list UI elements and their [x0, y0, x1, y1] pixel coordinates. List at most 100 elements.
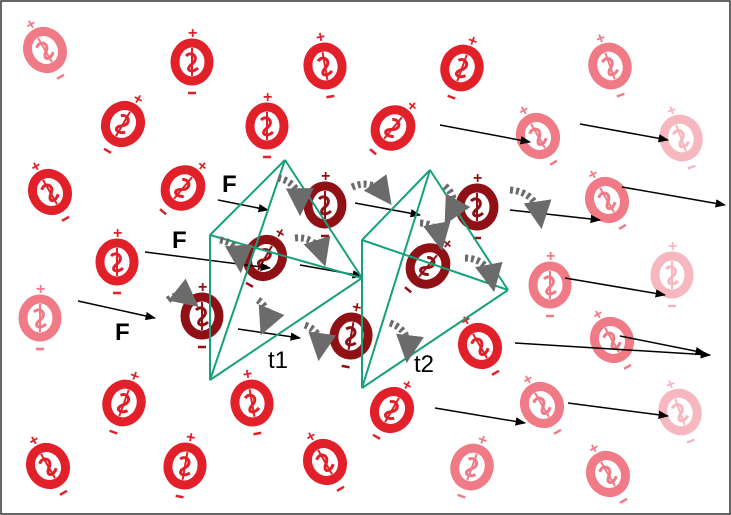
minus-sign — [447, 94, 456, 100]
dipole-ring — [659, 114, 703, 162]
minus-sign — [687, 164, 696, 170]
dipole: + — [457, 311, 503, 376]
minus-sign — [336, 485, 345, 492]
dipole: + — [230, 366, 274, 436]
force-arrow — [514, 342, 712, 359]
tetrahedron-edge — [361, 169, 431, 241]
dipole: + — [180, 279, 224, 349]
tetrahedron — [361, 169, 509, 389]
minus-sign — [491, 369, 500, 376]
force-arrow — [217, 199, 270, 213]
dipole-axis — [674, 398, 686, 426]
dipole-axis — [456, 54, 468, 82]
minus-sign — [61, 215, 70, 222]
dipole: + — [170, 25, 214, 95]
dipole-axis — [248, 389, 256, 417]
dipole-ring — [440, 44, 484, 92]
dipole-ring — [519, 381, 565, 429]
minus-sign — [619, 497, 628, 504]
dipole-axis — [347, 322, 355, 350]
dipole-ring — [302, 438, 348, 486]
plus-sign: + — [198, 279, 207, 296]
minus-sign — [618, 223, 627, 230]
hop-arrow — [388, 319, 424, 364]
dipole: + — [245, 89, 289, 159]
force-arrow — [434, 407, 527, 426]
dipole: + — [18, 281, 62, 351]
force-arrow — [579, 123, 670, 143]
dipole: + — [659, 101, 703, 170]
minus-sign — [159, 208, 167, 216]
minus-sign — [56, 73, 65, 80]
dipole: + — [163, 429, 207, 499]
dipole-axis — [42, 179, 58, 205]
force-arrow — [439, 124, 532, 145]
minus-sign — [103, 147, 112, 154]
hop-arrow — [219, 236, 253, 274]
dipole: + — [528, 248, 572, 318]
hop-arrow — [350, 174, 392, 206]
plus-sign: + — [351, 299, 363, 317]
dipole-ring — [163, 442, 207, 490]
force-arrow — [619, 335, 707, 356]
dipole-ring — [180, 292, 224, 340]
dipole: + — [159, 157, 211, 216]
minus-sign — [245, 281, 254, 288]
dipole: + — [95, 225, 139, 295]
dipole: + — [102, 367, 146, 435]
force-label: F — [115, 319, 130, 346]
plus-sign: + — [546, 248, 555, 265]
plus-sign: + — [113, 225, 122, 242]
dipole-ring — [528, 261, 572, 309]
dipole-ring — [588, 42, 632, 90]
dipole-axis — [115, 111, 131, 137]
dipole-axis — [472, 333, 488, 359]
plus-sign: + — [242, 366, 254, 384]
tetrahedron-edge — [209, 234, 363, 279]
dipole: + — [650, 238, 694, 308]
dipole-axis — [600, 461, 616, 487]
dipole-axis — [37, 37, 53, 63]
force-arrow — [567, 402, 670, 419]
dipole-axis — [181, 452, 189, 480]
dipole-ring — [95, 238, 139, 286]
dipole-axis — [118, 389, 130, 417]
dipole-axis — [599, 187, 615, 213]
dipole-axis — [40, 453, 56, 479]
plus-sign: + — [188, 25, 197, 42]
dipole-ring — [245, 102, 289, 150]
dipole: + — [450, 431, 494, 499]
force-arrow — [77, 300, 157, 321]
dipole: + — [515, 101, 561, 166]
dipole-ring — [230, 379, 274, 427]
minus-sign — [372, 433, 381, 440]
tetrahedron-edge — [361, 289, 509, 389]
tetrahedron-edge — [209, 277, 363, 381]
dipole-ring — [584, 176, 630, 224]
tetrahedron-edge — [209, 159, 286, 236]
minus-sign — [549, 159, 558, 166]
dipole: + — [369, 97, 421, 156]
plus-sign: + — [668, 238, 677, 255]
minus-sign — [623, 363, 632, 370]
tetrahedron — [209, 159, 363, 381]
plus-sign: + — [315, 29, 327, 47]
dipole-ring — [18, 294, 62, 342]
dipole-ring — [160, 165, 206, 211]
dipole-axis — [418, 254, 438, 278]
plus-sign: + — [473, 170, 482, 187]
tetrahedra — [209, 159, 509, 389]
dipole-ring — [585, 450, 631, 498]
hop-arrow — [165, 278, 199, 307]
dipole-ring — [370, 105, 416, 151]
dipole-axis — [321, 52, 329, 80]
minus-sign — [326, 94, 335, 99]
dipole-ring — [515, 112, 561, 160]
minus-sign — [175, 494, 184, 499]
minus-sign — [457, 493, 466, 499]
dipole-ring — [457, 322, 503, 370]
force-arrow — [621, 186, 727, 208]
dipole-axis — [466, 453, 478, 481]
dipole-ring — [650, 251, 694, 299]
dipole-axis — [530, 123, 546, 149]
